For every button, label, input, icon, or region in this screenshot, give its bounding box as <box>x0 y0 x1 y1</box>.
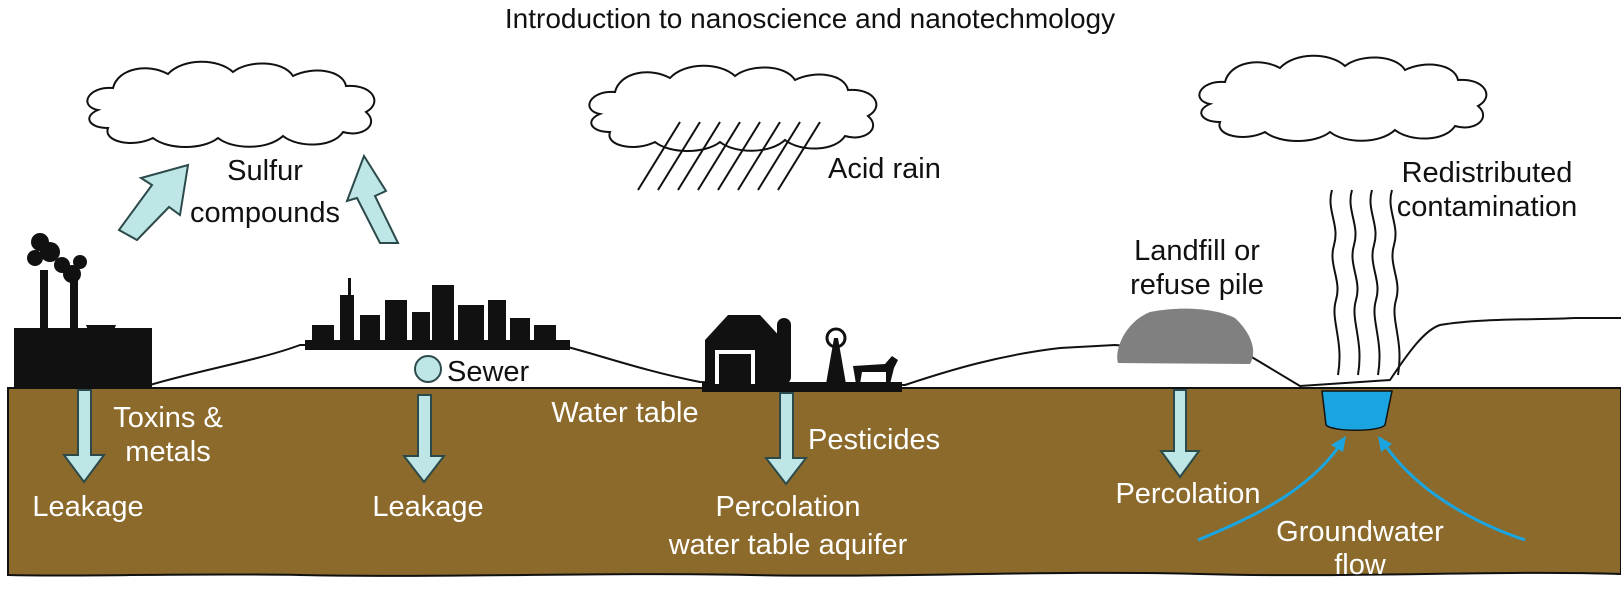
groundwater-flow-left <box>1197 444 1342 542</box>
label-water-table: Water table <box>551 397 698 429</box>
leakage-arrow-city <box>401 394 447 484</box>
label-contamination: contamination <box>1397 191 1578 223</box>
label-toxins: Toxins & <box>113 402 223 434</box>
groundwater-flow-right-head <box>1378 436 1392 452</box>
cloud-center <box>588 64 878 152</box>
label-flow: flow <box>1334 549 1387 581</box>
label-percolation-landfill: Percolation <box>1115 478 1260 510</box>
terrain-outline <box>149 317 1621 388</box>
label-leakage-city: Leakage <box>372 491 483 523</box>
soil-layer <box>7 387 1621 577</box>
label-compounds: compounds <box>190 197 340 229</box>
label-sewer: Sewer <box>447 356 530 388</box>
label-pesticides: Pesticides <box>808 424 940 456</box>
label-refuse-pile: refuse pile <box>1130 269 1264 301</box>
city-skyline <box>305 278 570 350</box>
label-leakage-factory: Leakage <box>32 491 143 523</box>
pesticides-arrow <box>763 392 809 486</box>
landfill-mound <box>1117 308 1254 364</box>
groundwater-flow-left-head <box>1331 436 1346 452</box>
label-acid-rain: Acid rain <box>828 153 941 185</box>
groundwater-flow-right <box>1383 444 1526 542</box>
leakage-arrow-factory <box>62 389 106 484</box>
label-percolation-aquifer: Percolation <box>715 491 860 523</box>
farm-silhouette <box>702 315 902 392</box>
diagram-title: Introduction to nanoscience and nanotech… <box>505 3 1115 34</box>
label-redistributed: Redistributed <box>1402 157 1573 189</box>
label-sulfur: Sulfur <box>227 155 303 187</box>
sulfur-up-arrow-right <box>345 153 400 244</box>
sewer-pipe <box>414 355 442 383</box>
factory-silhouette <box>14 233 152 388</box>
cloud-left <box>86 60 376 149</box>
sulfur-up-arrow-left <box>117 163 190 242</box>
contamination-wavy-lines <box>1329 189 1401 376</box>
label-water-table-aquifer: water table aquifer <box>668 529 908 561</box>
acid-rain-streaks <box>637 121 821 191</box>
percolation-arrow-landfill <box>1159 389 1201 479</box>
label-metals: metals <box>125 436 210 468</box>
label-landfill: Landfill or <box>1134 235 1260 267</box>
label-groundwater: Groundwater <box>1276 516 1444 548</box>
contaminated-pond <box>1321 390 1393 431</box>
cloud-right <box>1198 54 1488 143</box>
